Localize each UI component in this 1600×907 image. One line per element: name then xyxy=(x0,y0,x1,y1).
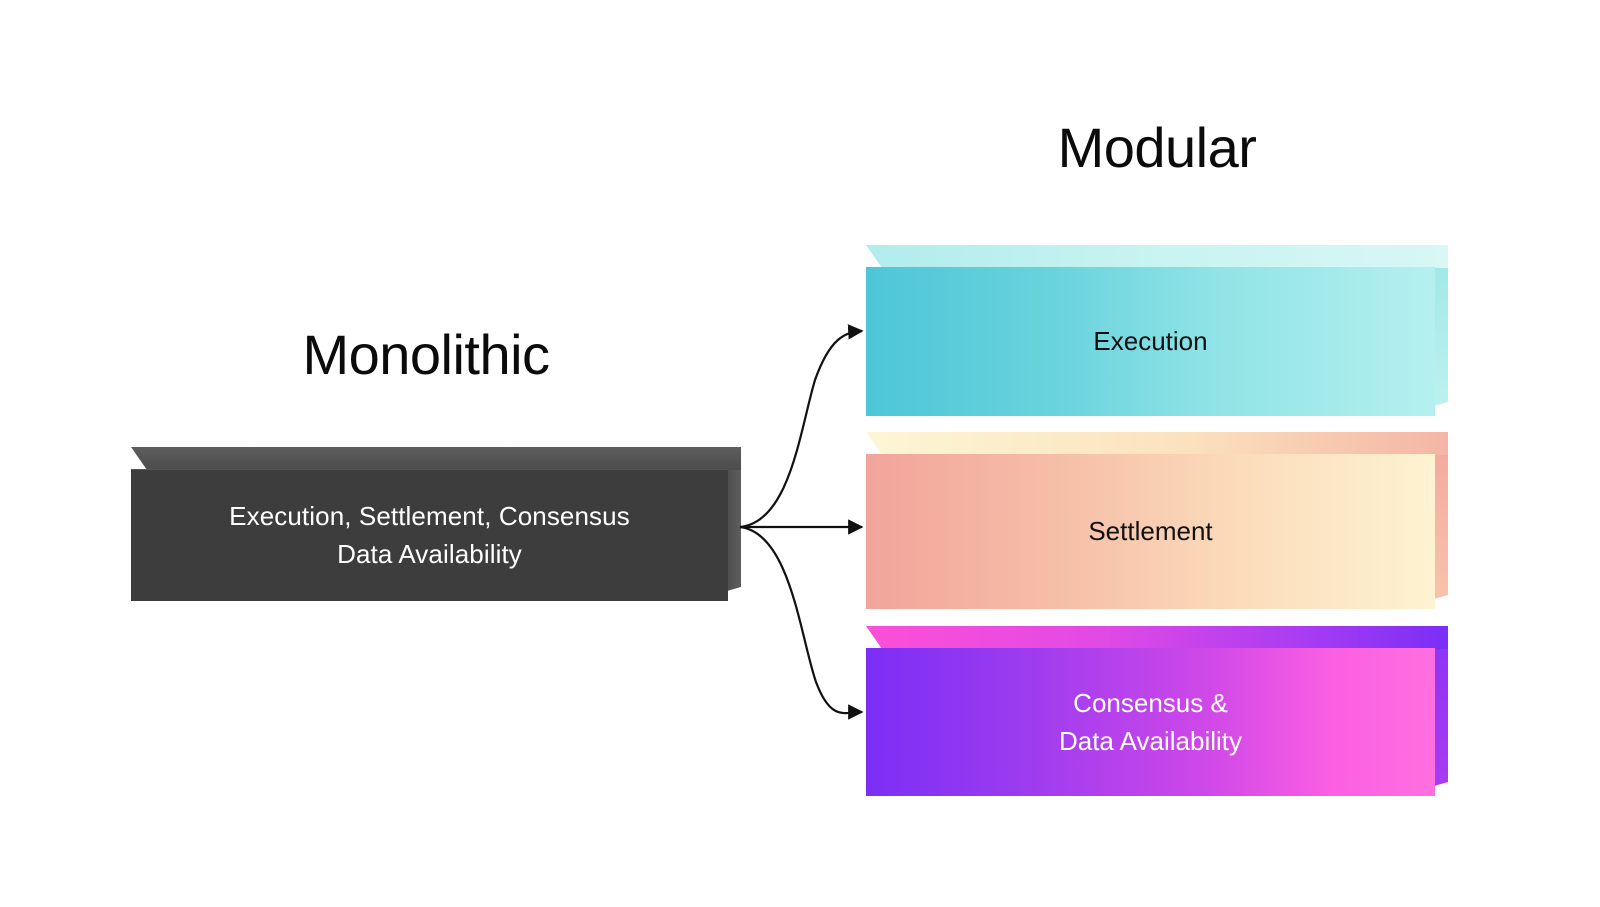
modular-title: Modular xyxy=(1057,116,1257,179)
monolithic-title: Monolithic xyxy=(302,323,550,386)
consensus-box-front-face xyxy=(866,648,1435,796)
monolithic-box[interactable]: Execution, Settlement, Consensus Data Av… xyxy=(131,447,741,601)
monolithic-box-front-face xyxy=(131,469,728,601)
arrow-to-consensus-path xyxy=(739,525,864,720)
monolithic-box-side-face xyxy=(727,447,741,591)
consensus-box-side-face xyxy=(1434,626,1448,786)
settlement-box[interactable]: Settlement xyxy=(866,432,1448,609)
settlement-box-side-face xyxy=(1434,432,1448,599)
consensus-box-top-face xyxy=(866,626,1448,649)
execution-box-top-face xyxy=(866,245,1448,268)
execution-box-side-face xyxy=(1434,245,1448,406)
execution-box[interactable]: Execution xyxy=(866,245,1448,416)
consensus-box[interactable]: Consensus & Data Availability xyxy=(866,626,1448,796)
execution-box-front-face xyxy=(866,267,1435,416)
settlement-box-top-face xyxy=(866,432,1448,455)
monolithic-box-top-face xyxy=(131,447,741,470)
settlement-box-front-face xyxy=(866,454,1435,609)
